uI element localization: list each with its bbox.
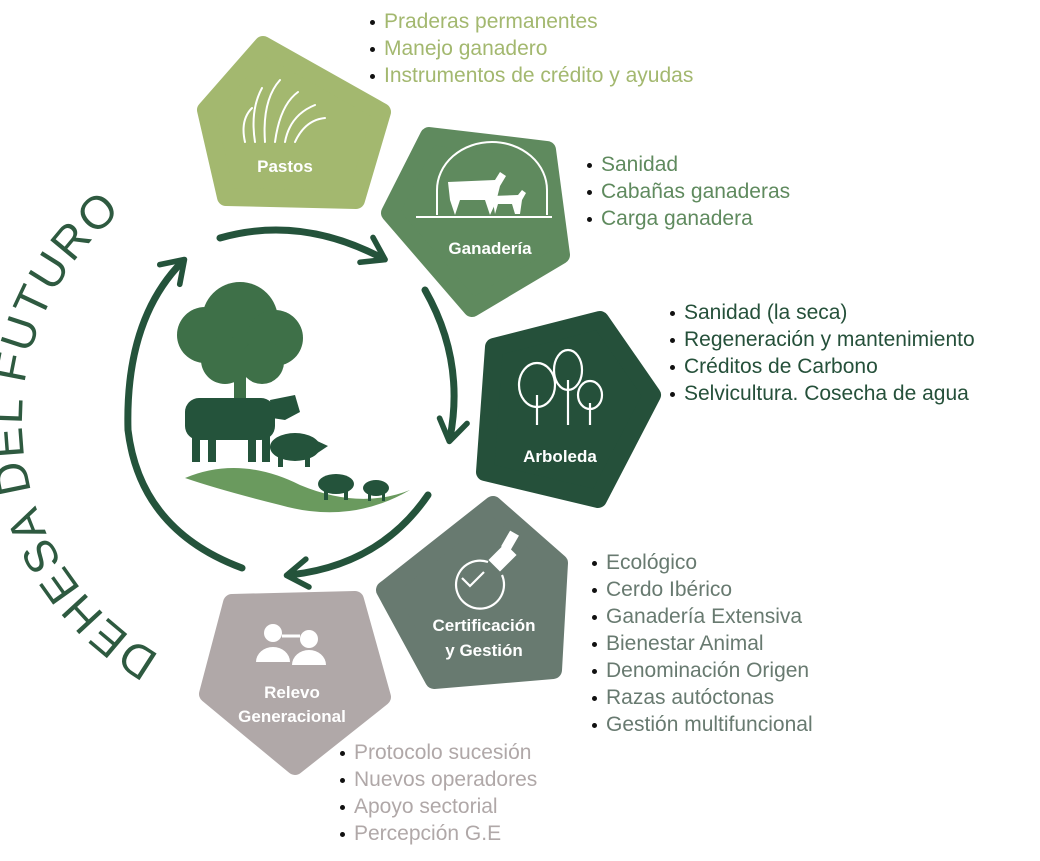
cycle-arrows	[124, 226, 470, 590]
node-ganaderia	[381, 127, 570, 317]
node-relevo	[199, 591, 391, 775]
pastos-list: Praderas permanentes Manejo ganadero Ins…	[370, 8, 693, 89]
list-item: Praderas permanentes	[370, 8, 693, 35]
list-item: Ganadería Extensiva	[592, 603, 813, 630]
arboleda-list: Sanidad (la seca) Regeneración y manteni…	[670, 299, 975, 407]
arrow-arboleda-to-certificacion	[283, 491, 432, 590]
people-transfer-icon	[256, 624, 326, 665]
list-item: Ecológico	[592, 549, 813, 576]
list-item: Denominación Origen	[592, 657, 813, 684]
list-item: Percepción G.E	[340, 820, 537, 847]
list-item: Carga ganadera	[587, 205, 790, 232]
sheep-icon	[318, 474, 389, 501]
list-item: Manejo ganadero	[370, 35, 693, 62]
node-label-generacional: Generacional	[238, 707, 346, 726]
node-label-arboleda: Arboleda	[523, 447, 597, 466]
certificacion-list: Ecológico Cerdo Ibérico Ganadería Extens…	[592, 549, 813, 738]
list-item: Gestión multifuncional	[592, 711, 813, 738]
cow-icon	[185, 395, 300, 462]
list-item: Razas autóctonas	[592, 684, 813, 711]
stamp-icon	[454, 530, 519, 610]
list-item: Protocolo sucesión	[340, 739, 537, 766]
list-item: Bienestar Animal	[592, 630, 813, 657]
list-item: Sanidad	[587, 151, 790, 178]
arrow-ganaderia-to-arboleda	[421, 286, 470, 445]
list-item: Cabañas ganaderas	[587, 178, 790, 205]
list-item: Créditos de Carbono	[670, 353, 975, 380]
dehesa-illustration	[177, 282, 410, 513]
node-label-pastos: Pastos	[257, 157, 313, 176]
ganaderia-list: Sanidad Cabañas ganaderas Carga ganadera	[587, 151, 790, 232]
list-item: Selvicultura. Cosecha de agua	[670, 380, 975, 407]
list-item: Apoyo sectorial	[340, 793, 537, 820]
diagram-title: DEHESA DEL FUTURO	[0, 180, 165, 691]
list-item: Nuevos operadores	[340, 766, 537, 793]
tree-icon	[177, 282, 303, 405]
arrow-relevo-to-pastos	[124, 256, 246, 572]
node-certificacion	[376, 496, 568, 689]
list-item: Instrumentos de crédito y ayudas	[370, 62, 693, 89]
node-pastos	[197, 36, 391, 209]
list-item: Regeneración y mantenimiento	[670, 326, 975, 353]
list-item: Cerdo Ibérico	[592, 576, 813, 603]
list-item: Sanidad (la seca)	[670, 299, 975, 326]
meadow	[185, 468, 410, 513]
cattle-icon	[416, 141, 552, 218]
grass-icon	[242, 79, 326, 143]
trees-icon	[517, 348, 604, 425]
pig-icon	[270, 433, 328, 467]
arrow-pastos-to-ganaderia	[216, 226, 388, 266]
node-label-ganaderia: Ganadería	[448, 239, 532, 258]
node-label-relevo: Relevo	[264, 683, 320, 702]
relevo-list: Protocolo sucesión Nuevos operadores Apo…	[340, 739, 537, 847]
node-label-gestion: y Gestión	[445, 641, 522, 660]
node-label-certificacion: Certificación	[433, 616, 536, 635]
